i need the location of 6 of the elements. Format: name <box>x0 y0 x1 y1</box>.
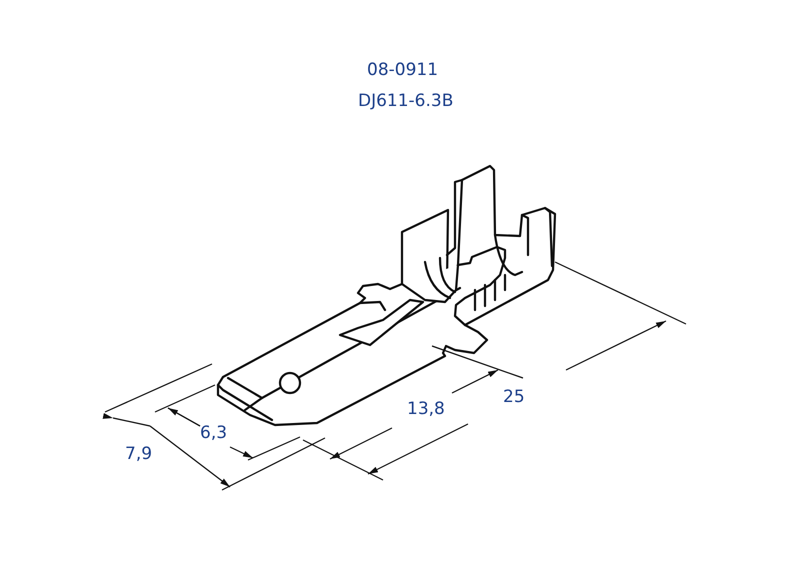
dimension-label: 6,3 <box>200 425 228 442</box>
dimension-label: 13,8 <box>407 401 445 418</box>
part-number: 08-0911 <box>367 62 438 79</box>
model-number: DJ611-6.3B <box>358 93 454 110</box>
dimension-label: 7,9 <box>125 446 152 463</box>
dimension-label: 25 <box>503 389 525 406</box>
